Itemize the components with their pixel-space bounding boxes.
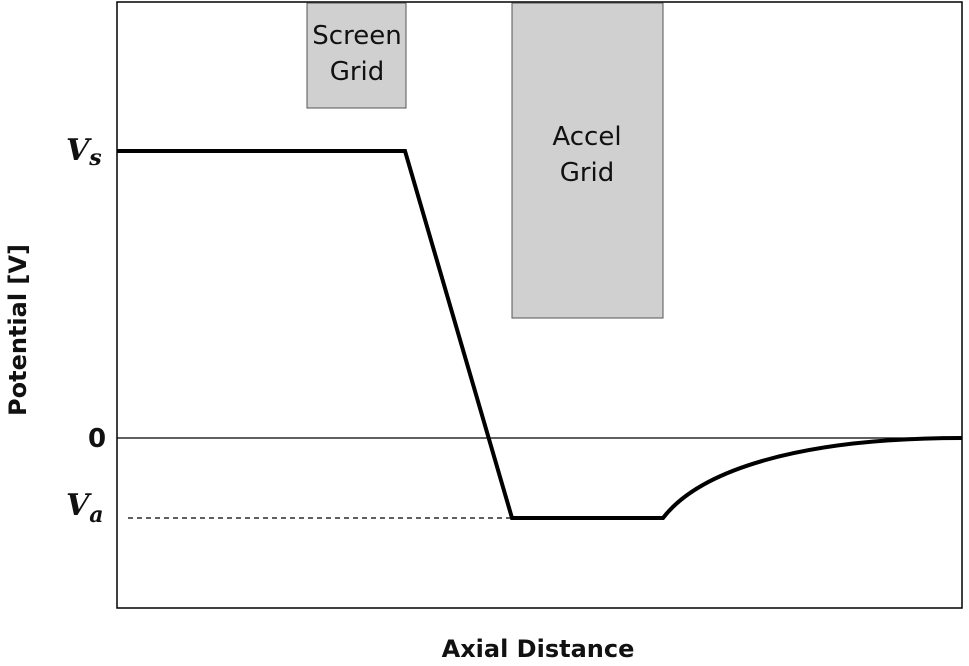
plot-frame xyxy=(116,1,963,609)
vs-tick-sub: s xyxy=(88,145,101,171)
vs-tick-label: Vs xyxy=(66,133,102,171)
zero-tick-label: 0 xyxy=(88,424,106,454)
va-tick-sub: a xyxy=(89,502,103,528)
screen-grid-block xyxy=(306,2,407,109)
screen-grid-label-line1: Screen xyxy=(312,21,401,51)
accel-grid-label-line1: Accel xyxy=(552,122,621,152)
x-axis-title: Axial Distance xyxy=(442,635,635,663)
va-tick-label: Va xyxy=(66,488,104,528)
screen-grid-label-line2: Grid xyxy=(330,57,385,87)
vs-tick-base: V xyxy=(66,133,92,168)
accel-grid-block xyxy=(511,2,664,319)
potential-curve xyxy=(117,149,963,520)
y-axis-title: Potential [V] xyxy=(4,244,32,416)
accel-grid-label-line2: Grid xyxy=(560,158,615,188)
va-tick-base: V xyxy=(66,488,92,523)
